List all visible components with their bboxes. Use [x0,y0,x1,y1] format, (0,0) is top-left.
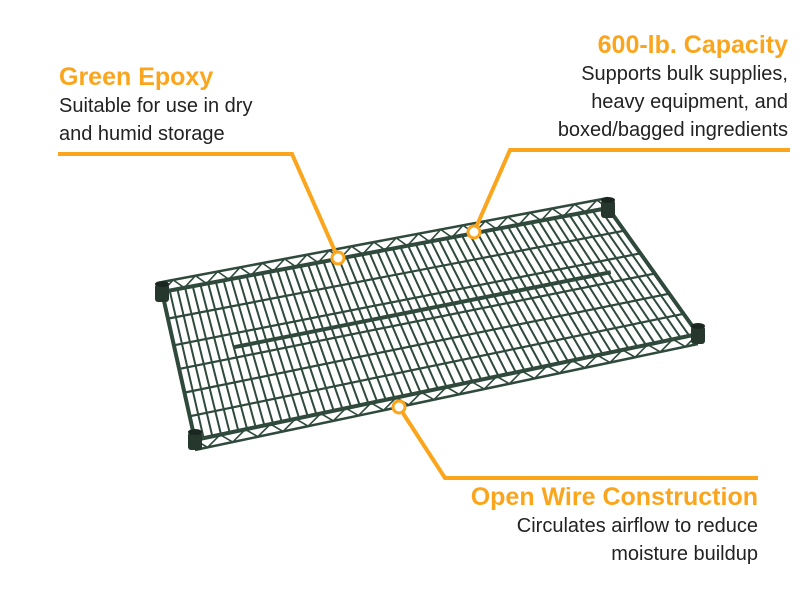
callout-green-epoxy: Green Epoxy Suitable for use in dry and … [59,62,252,148]
corner-post [691,326,705,344]
callout-title: 600-lb. Capacity [597,31,788,59]
shelf-wire [184,292,670,394]
callout-title: Green Epoxy [59,63,214,91]
front-truss [194,333,699,449]
corner-post-top [601,197,615,203]
leader-line-open-wire [397,405,758,480]
corner-post [601,200,615,218]
leader-line-green-epoxy [58,152,340,259]
back-truss [161,199,609,293]
callout-desc-line: moisture buildup [611,543,758,565]
callout-dot [466,224,482,240]
callout-desc-line: Circulates airflow to reduce [516,515,758,537]
callout-open-wire: Open Wire Construction Circulates airflo… [471,482,758,568]
leader-line-capacity [472,148,790,233]
callout-dot [391,399,407,415]
corner-post [155,284,169,302]
callout-dot [330,250,346,266]
callout-desc-line: boxed/bagged ingredients [557,119,788,141]
shelf-wire [599,208,691,337]
corner-post-top [188,429,202,435]
corner-post [188,432,202,450]
callout-desc-line: and humid storage [59,123,225,145]
shelf-wire [178,272,656,371]
callout-title: Open Wire Construction [470,483,758,511]
callout-desc-line: heavy equipment, and [591,91,788,113]
callout-desc-line: Supports bulk supplies, [581,63,788,85]
shelf-wire [173,252,641,347]
center-support-bar [233,270,612,350]
shelf-wire [167,229,625,320]
callout-capacity: 600-lb. Capacity Supports bulk supplies,… [558,30,788,144]
front-truss [194,342,699,452]
corner-post-top [691,323,705,329]
corner-post-top [155,281,169,287]
callout-desc-line: Suitable for use in dry [59,95,253,117]
shelf-wire [189,312,684,418]
back-truss [161,196,609,284]
